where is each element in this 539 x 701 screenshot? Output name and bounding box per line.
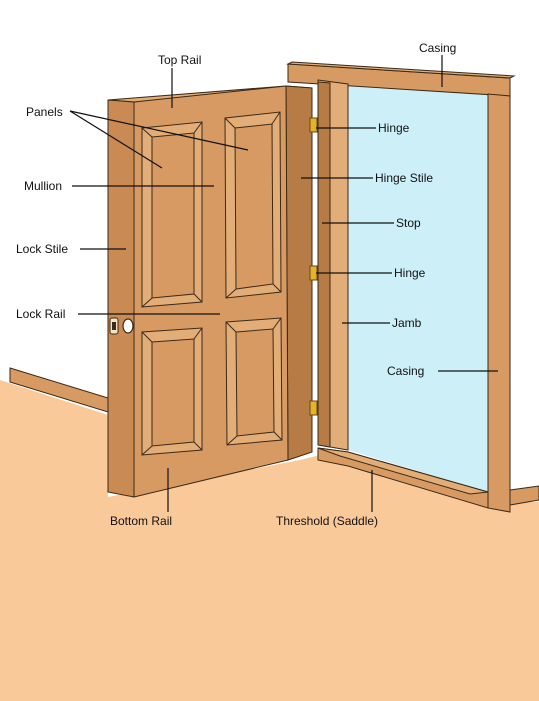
door-hinge-edge	[285, 85, 313, 461]
panel-lower-right	[225, 317, 283, 446]
label-hinge-middle: Hinge	[394, 266, 426, 280]
label-casing-side: Casing	[387, 364, 424, 378]
stop-strip	[317, 81, 331, 448]
label-top-rail: Top Rail	[158, 53, 201, 67]
label-jamb: Jamb	[392, 316, 422, 330]
panel-upper-right	[224, 111, 282, 299]
label-threshold: Threshold (Saddle)	[276, 514, 378, 528]
label-casing-top: Casing	[419, 41, 456, 55]
hinge-bottom-graphic	[309, 400, 318, 416]
door-lock-edge	[107, 99, 135, 498]
label-lock-stile: Lock Stile	[16, 242, 68, 256]
leader-panels-left	[69, 110, 163, 169]
threshold-top	[317, 447, 489, 495]
label-mullion: Mullion	[24, 179, 62, 193]
label-bottom-rail: Bottom Rail	[110, 514, 172, 528]
door-opening	[348, 85, 488, 492]
label-stop: Stop	[396, 216, 421, 230]
label-lock-rail: Lock Rail	[16, 307, 65, 321]
leader-lines	[69, 55, 498, 512]
panel-lower-left	[141, 327, 203, 456]
casing-right	[487, 93, 511, 513]
label-panels: Panels	[26, 105, 63, 119]
panel-upper-left	[141, 121, 203, 308]
hinge-top-graphic	[309, 117, 318, 133]
label-hinge-stile: Hinge Stile	[375, 171, 433, 185]
door-knob	[122, 318, 134, 334]
door-frame	[286, 61, 516, 513]
casing-top-face	[286, 61, 516, 79]
door-leaf	[107, 85, 318, 498]
floor	[0, 380, 539, 701]
leader-panels-right	[69, 110, 249, 151]
latch-slot	[112, 322, 116, 330]
label-hinge-top: Hinge	[378, 121, 410, 135]
labels: Top Rail Casing Panels Hinge Mullion Hin…	[16, 41, 456, 528]
hinge-middle-graphic	[309, 265, 318, 281]
